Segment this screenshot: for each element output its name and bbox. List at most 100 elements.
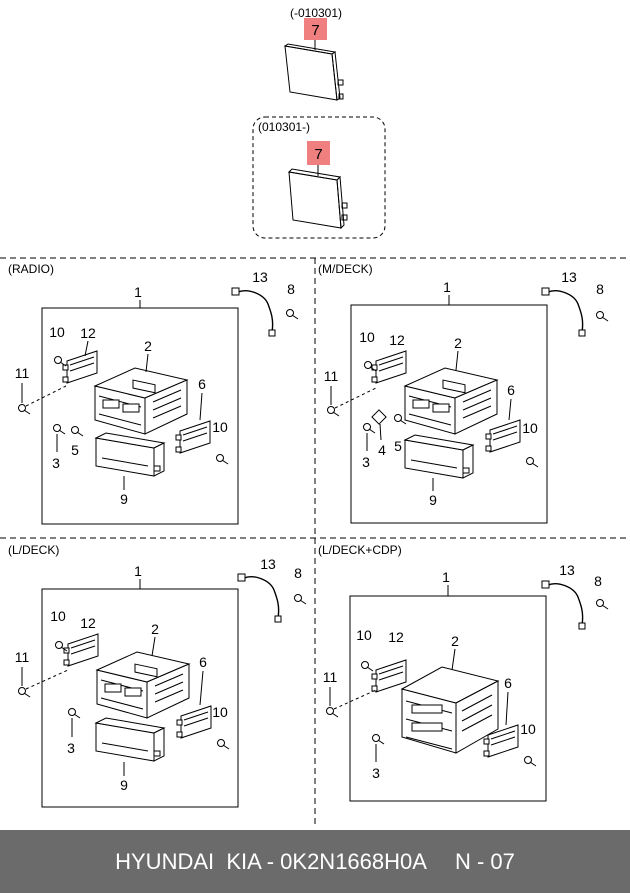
radio-screw-10a bbox=[54, 356, 67, 367]
mdeck-callout-11: 11 bbox=[324, 368, 339, 384]
ldeck-screw-8 bbox=[294, 594, 307, 605]
panel-radio: (RADIO) 1 2 12 10 11 3 5 6 10 9 13 8 bbox=[8, 262, 299, 525]
radio-callout-5: 5 bbox=[71, 442, 79, 458]
mdeck-callout-1: 1 bbox=[443, 279, 451, 295]
front-panel-cover-b bbox=[287, 165, 348, 230]
mdeck-callout-8: 8 bbox=[596, 281, 604, 297]
ldeck-cdp-knob-3 bbox=[372, 734, 385, 745]
parts-diagram: (-010301) 7 (010301-) 7 bbox=[0, 6, 630, 828]
footer-part-number: HYUNDAI KIA - 0K2N1668H0A bbox=[115, 848, 427, 874]
mdeck-callout-13: 13 bbox=[561, 269, 577, 285]
front-panel-cover-a bbox=[283, 40, 344, 101]
ldeck-bracket-left bbox=[63, 633, 99, 667]
radio-callout-3: 3 bbox=[52, 455, 60, 471]
footer-page: N - 07 bbox=[454, 848, 515, 874]
mdeck-unit-icon bbox=[404, 367, 498, 435]
part-7-callout-a: 7 bbox=[311, 22, 319, 39]
variant-b-label: (010301-) bbox=[258, 120, 310, 134]
mdeck-cable-13 bbox=[541, 287, 586, 337]
ldeck-cdp-callout-8: 8 bbox=[594, 573, 602, 589]
mdeck-callout-10a: 10 bbox=[359, 329, 375, 345]
radio-knob-3 bbox=[53, 424, 66, 435]
ldeck-cdp-callout-2: 2 bbox=[451, 633, 459, 649]
radio-screw-10b bbox=[216, 454, 229, 465]
radio-callout-1: 1 bbox=[134, 284, 142, 300]
ldeck-cdp-callout-1: 1 bbox=[442, 569, 450, 585]
panel-mdeck-label: (M/DECK) bbox=[318, 262, 373, 276]
ldeck-cdp-callout-11: 11 bbox=[323, 669, 338, 685]
radio-callout-10a: 10 bbox=[49, 324, 65, 340]
mdeck-knob-4 bbox=[371, 409, 387, 425]
ldeck-cdp-screw-10b bbox=[524, 756, 537, 767]
radio-callout-6: 6 bbox=[198, 376, 206, 392]
ldeck-bracket-right bbox=[176, 705, 212, 739]
ldeck-callout-8: 8 bbox=[294, 565, 302, 581]
ldeck-callout-6: 6 bbox=[199, 654, 207, 670]
panel-ldeck-cdp: (L/DECK+CDP) 1 2 12 10 11 3 6 10 13 8 bbox=[318, 543, 609, 802]
ldeck-callout-9: 9 bbox=[120, 777, 128, 793]
ldeck-unit-icon bbox=[96, 651, 190, 719]
ldeck-knob-3 bbox=[68, 708, 81, 719]
panel-mdeck: (M/DECK) 1 2 12 10 11 3 4 5 6 10 9 13 8 bbox=[318, 262, 609, 524]
radio-screw-5 bbox=[71, 426, 84, 437]
ldeck-cdp-callout-10a: 10 bbox=[356, 627, 372, 643]
ldeck-callout-11: 11 bbox=[15, 649, 30, 665]
ldeck-cdp-cable-13 bbox=[541, 580, 586, 630]
ldeck-cable-13 bbox=[237, 573, 282, 623]
radio-unit-icon bbox=[94, 367, 188, 435]
ldeck-cdp-screw-10a bbox=[361, 661, 374, 672]
mdeck-screw-8 bbox=[596, 311, 609, 322]
radio-pocket-9 bbox=[95, 432, 165, 477]
radio-callout-13: 13 bbox=[252, 269, 268, 285]
panel-radio-label: (RADIO) bbox=[8, 262, 54, 276]
radio-callout-9: 9 bbox=[120, 491, 128, 507]
ldeck-screw-10a bbox=[55, 641, 68, 652]
panel-ldeck-cdp-label: (L/DECK+CDP) bbox=[318, 543, 402, 557]
mdeck-knob-3 bbox=[363, 423, 376, 434]
panel-ldeck-label: (L/DECK) bbox=[8, 543, 59, 557]
part-7-highlight-a[interactable] bbox=[304, 18, 327, 40]
mdeck-screw-10b bbox=[526, 457, 539, 468]
ldeck-cdp-callout-3: 3 bbox=[372, 765, 380, 781]
ldeck-callout-3: 3 bbox=[67, 740, 75, 756]
mdeck-bracket-right bbox=[485, 419, 521, 453]
mdeck-screw-11 bbox=[327, 406, 340, 417]
ldeck-cdp-callout-12: 12 bbox=[388, 629, 404, 645]
panel-ldeck: (L/DECK) 1 2 12 10 11 3 6 10 9 13 8 bbox=[8, 543, 307, 808]
ldeck-cdp-bracket-left bbox=[371, 659, 407, 693]
radio-callout-2: 2 bbox=[144, 338, 152, 354]
mdeck-callout-5: 5 bbox=[394, 438, 402, 454]
variant-a-label: (-010301) bbox=[290, 6, 342, 20]
ldeck-cdp-screw-8 bbox=[596, 599, 609, 610]
ldeck-cdp-callout-6: 6 bbox=[504, 675, 512, 691]
mdeck-callout-3: 3 bbox=[362, 454, 370, 470]
radio-bracket-left bbox=[62, 350, 98, 384]
part-7-highlight-b[interactable] bbox=[307, 141, 330, 165]
ldeck-screw-10b bbox=[217, 739, 230, 750]
ldeck-callout-13: 13 bbox=[260, 556, 276, 572]
radio-bracket-right bbox=[175, 420, 211, 454]
mdeck-callout-4: 4 bbox=[378, 442, 386, 458]
ldeck-screw-11 bbox=[18, 687, 31, 698]
ldeck-cdp-screw-11 bbox=[326, 707, 339, 718]
ldeck-cdp-callout-13: 13 bbox=[559, 562, 575, 578]
radio-screw-8 bbox=[286, 309, 299, 320]
mdeck-callout-12: 12 bbox=[389, 332, 405, 348]
ldeck-callout-2: 2 bbox=[151, 621, 159, 637]
ldeck-pocket-9 bbox=[95, 717, 165, 762]
part-7-callout-b: 7 bbox=[314, 146, 322, 163]
radio-callout-8: 8 bbox=[287, 281, 295, 297]
radio-callout-10b: 10 bbox=[212, 419, 228, 435]
mdeck-callout-2: 2 bbox=[454, 335, 462, 351]
mdeck-callout-6: 6 bbox=[507, 382, 515, 398]
mdeck-callout-10b: 10 bbox=[522, 420, 538, 436]
ldeck-cdp-callout-10b: 10 bbox=[520, 721, 536, 737]
mdeck-callout-9: 9 bbox=[429, 492, 437, 508]
variant-b-frame bbox=[252, 116, 386, 239]
footer-bar: HYUNDAI KIA - 0K2N1668H0A N - 07 bbox=[0, 830, 630, 893]
mdeck-pocket-9 bbox=[404, 434, 474, 479]
ldeck-callout-12: 12 bbox=[80, 615, 96, 631]
mdeck-bracket-left bbox=[371, 350, 407, 384]
ldeck-callout-1: 1 bbox=[134, 563, 142, 579]
ldeck-callout-10a: 10 bbox=[50, 608, 66, 624]
